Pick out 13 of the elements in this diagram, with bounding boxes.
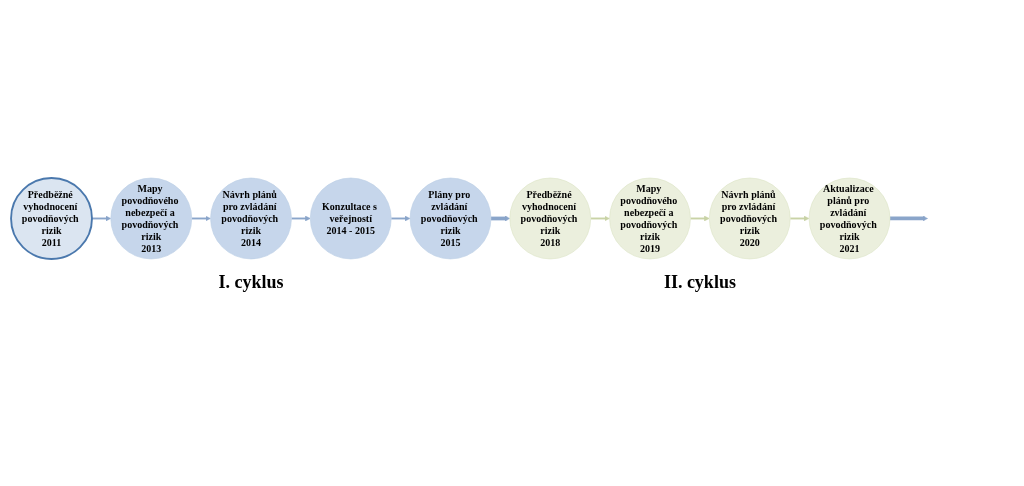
- cycle-label: I. cyklus: [218, 272, 284, 294]
- node-circle: [709, 177, 791, 259]
- node-circle: [409, 177, 492, 259]
- flowchart-diagram: Předběžné vyhodnocení povodňových rizik 2011 Mapy povodňového nebezpečí a povodňových rizik 2013 Návrh plánů pro zvládání povodňových rizik 2014 Konzultace s veřejností 2014 - 2015 Plány pro zvládání povodňových rizik 2015 Předběžné vyhodnocení povodňových rizik 2018 Mapy povodňového nebezpečí a povodňových rizik 2019 Návrh plánů pro zvládání povodňových rizik 2020 Aktualizace plánů pro zvládání povodňových rizik 2021: [6, 172, 1018, 264]
- node-circle: [808, 177, 891, 259]
- node-circle: [110, 177, 193, 259]
- node-circle: [609, 177, 691, 259]
- node-circle: [509, 177, 592, 259]
- node-circle: [10, 176, 93, 260]
- node-circle: [310, 177, 392, 259]
- arrow: [889, 215, 928, 221]
- node-circle: [210, 177, 292, 259]
- cycle-label: II. cyklus: [663, 272, 736, 294]
